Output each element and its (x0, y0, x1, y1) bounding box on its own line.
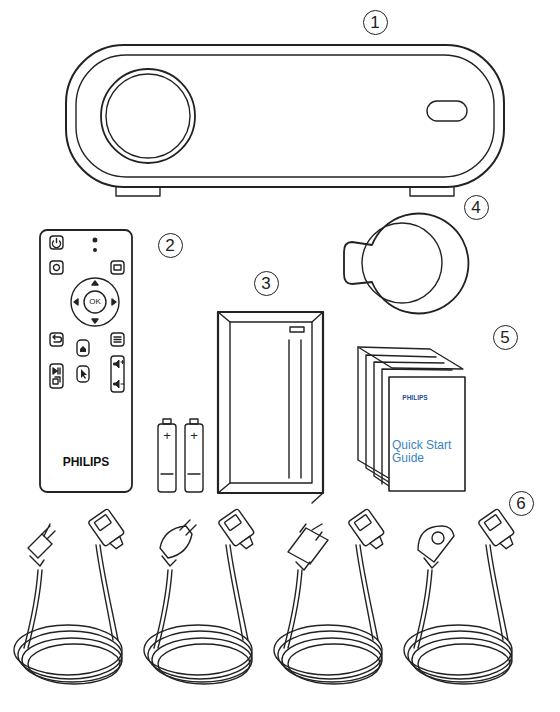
guide-title: Quick Start Guide (392, 439, 454, 464)
batteries (158, 419, 203, 492)
callout-circle: 4 (464, 195, 489, 220)
callout-circle: 5 (493, 325, 518, 350)
power-cords (14, 508, 519, 684)
button-label: OK (89, 298, 101, 306)
callout-circle: 6 (509, 491, 534, 516)
battery-polarity: + (190, 429, 198, 443)
callout-number: 1 (370, 14, 379, 31)
callout-circle: 1 (363, 10, 388, 35)
callout-number: 2 (165, 237, 174, 254)
lens-cap (344, 214, 468, 314)
callout-number: 4 (471, 199, 480, 216)
callout-number: 6 (516, 495, 525, 512)
remote-control (40, 230, 132, 492)
manuals (358, 347, 465, 491)
carry-pouch (218, 312, 323, 503)
callout-number: 5 (500, 329, 509, 346)
callout-number: 3 (261, 275, 270, 292)
projector (66, 45, 504, 196)
callout-circle: 2 (158, 233, 183, 258)
brand-logo: PHILIPS (63, 456, 110, 469)
brand-logo: PHILIPS (402, 395, 427, 402)
battery-polarity: + (163, 429, 171, 443)
callout-circle: 3 (254, 271, 279, 296)
